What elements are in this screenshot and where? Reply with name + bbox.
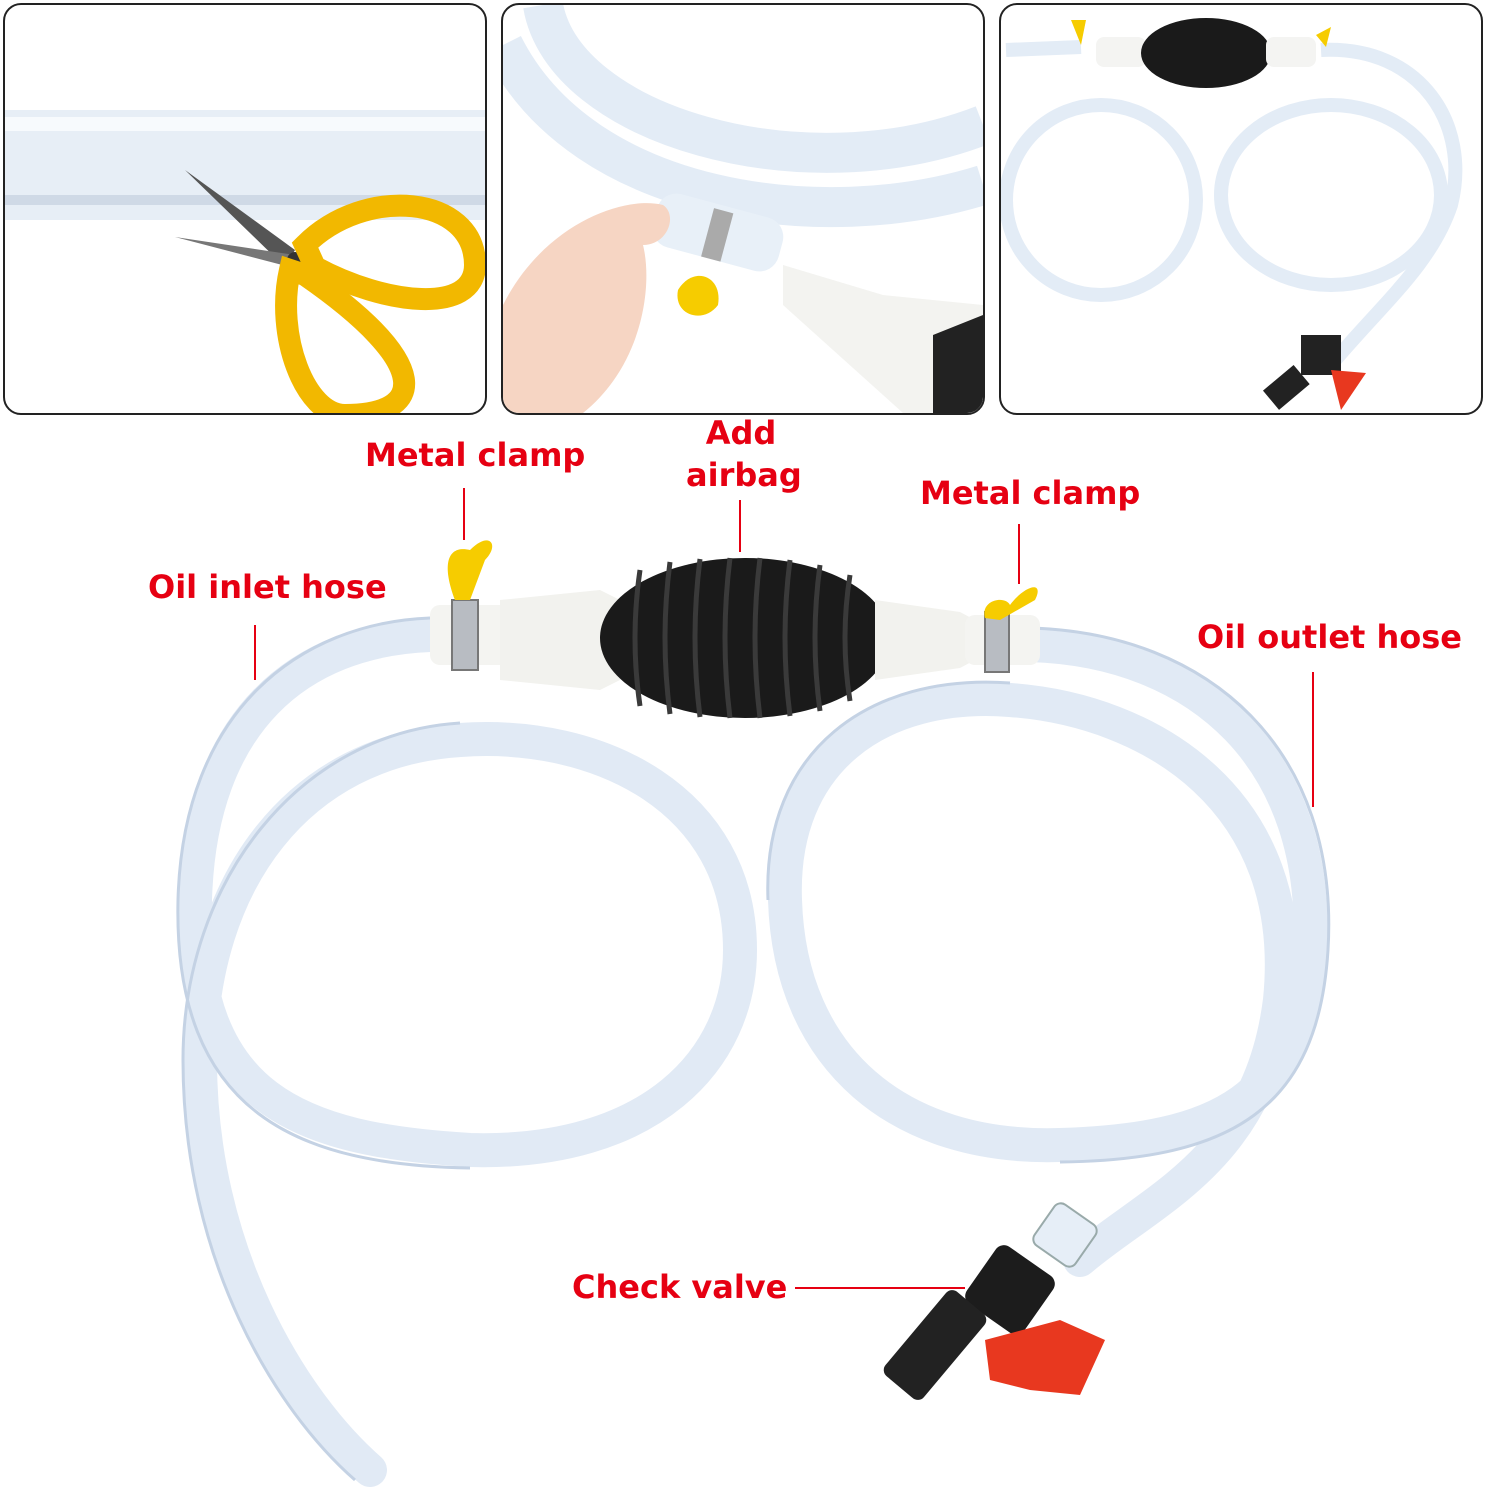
check-valve: [883, 1202, 1105, 1400]
leader-line-oil-inlet-hose: [254, 625, 256, 680]
panel-attach-clamp: [501, 3, 985, 415]
label-metal-clamp-right: Metal clamp: [920, 474, 1141, 512]
label-add-airbag: Add airbag: [686, 412, 802, 496]
airbag-bulb: [600, 557, 890, 719]
inlet-nozzle: [500, 590, 620, 690]
label-add-airbag-line2: airbag: [686, 456, 802, 494]
leader-line-metal-clamp-right: [1018, 524, 1020, 584]
label-add-airbag-line1: Add: [705, 414, 777, 452]
scissors-cutting-hose-illustration: [5, 110, 485, 413]
leader-line-oil-outlet-hose: [1312, 672, 1314, 807]
label-check-valve: Check valve: [572, 1268, 788, 1306]
label-oil-outlet-hose: Oil outlet hose: [1197, 618, 1462, 656]
leader-line-check-valve: [795, 1287, 965, 1289]
assembled-pump-illustration: [1001, 18, 1463, 410]
siphon-pump-main-illustration: [176, 540, 1331, 1487]
metal-clamp-left: [447, 540, 493, 671]
oil-inlet-hose: [177, 618, 758, 1487]
panel-assembled-pump: [999, 3, 1483, 415]
oil-outlet-hose: [767, 628, 1328, 1277]
label-metal-clamp-left: Metal clamp: [365, 436, 586, 474]
leader-line-add-airbag: [739, 500, 741, 552]
hand-attaching-clamp-illustration: [503, 5, 983, 413]
label-oil-inlet-hose: Oil inlet hose: [148, 568, 387, 606]
metal-clamp-right: [984, 587, 1038, 673]
outlet-nozzle: [875, 600, 975, 680]
panel-cut-hose: [3, 3, 487, 415]
leader-line-metal-clamp-left: [463, 488, 465, 540]
